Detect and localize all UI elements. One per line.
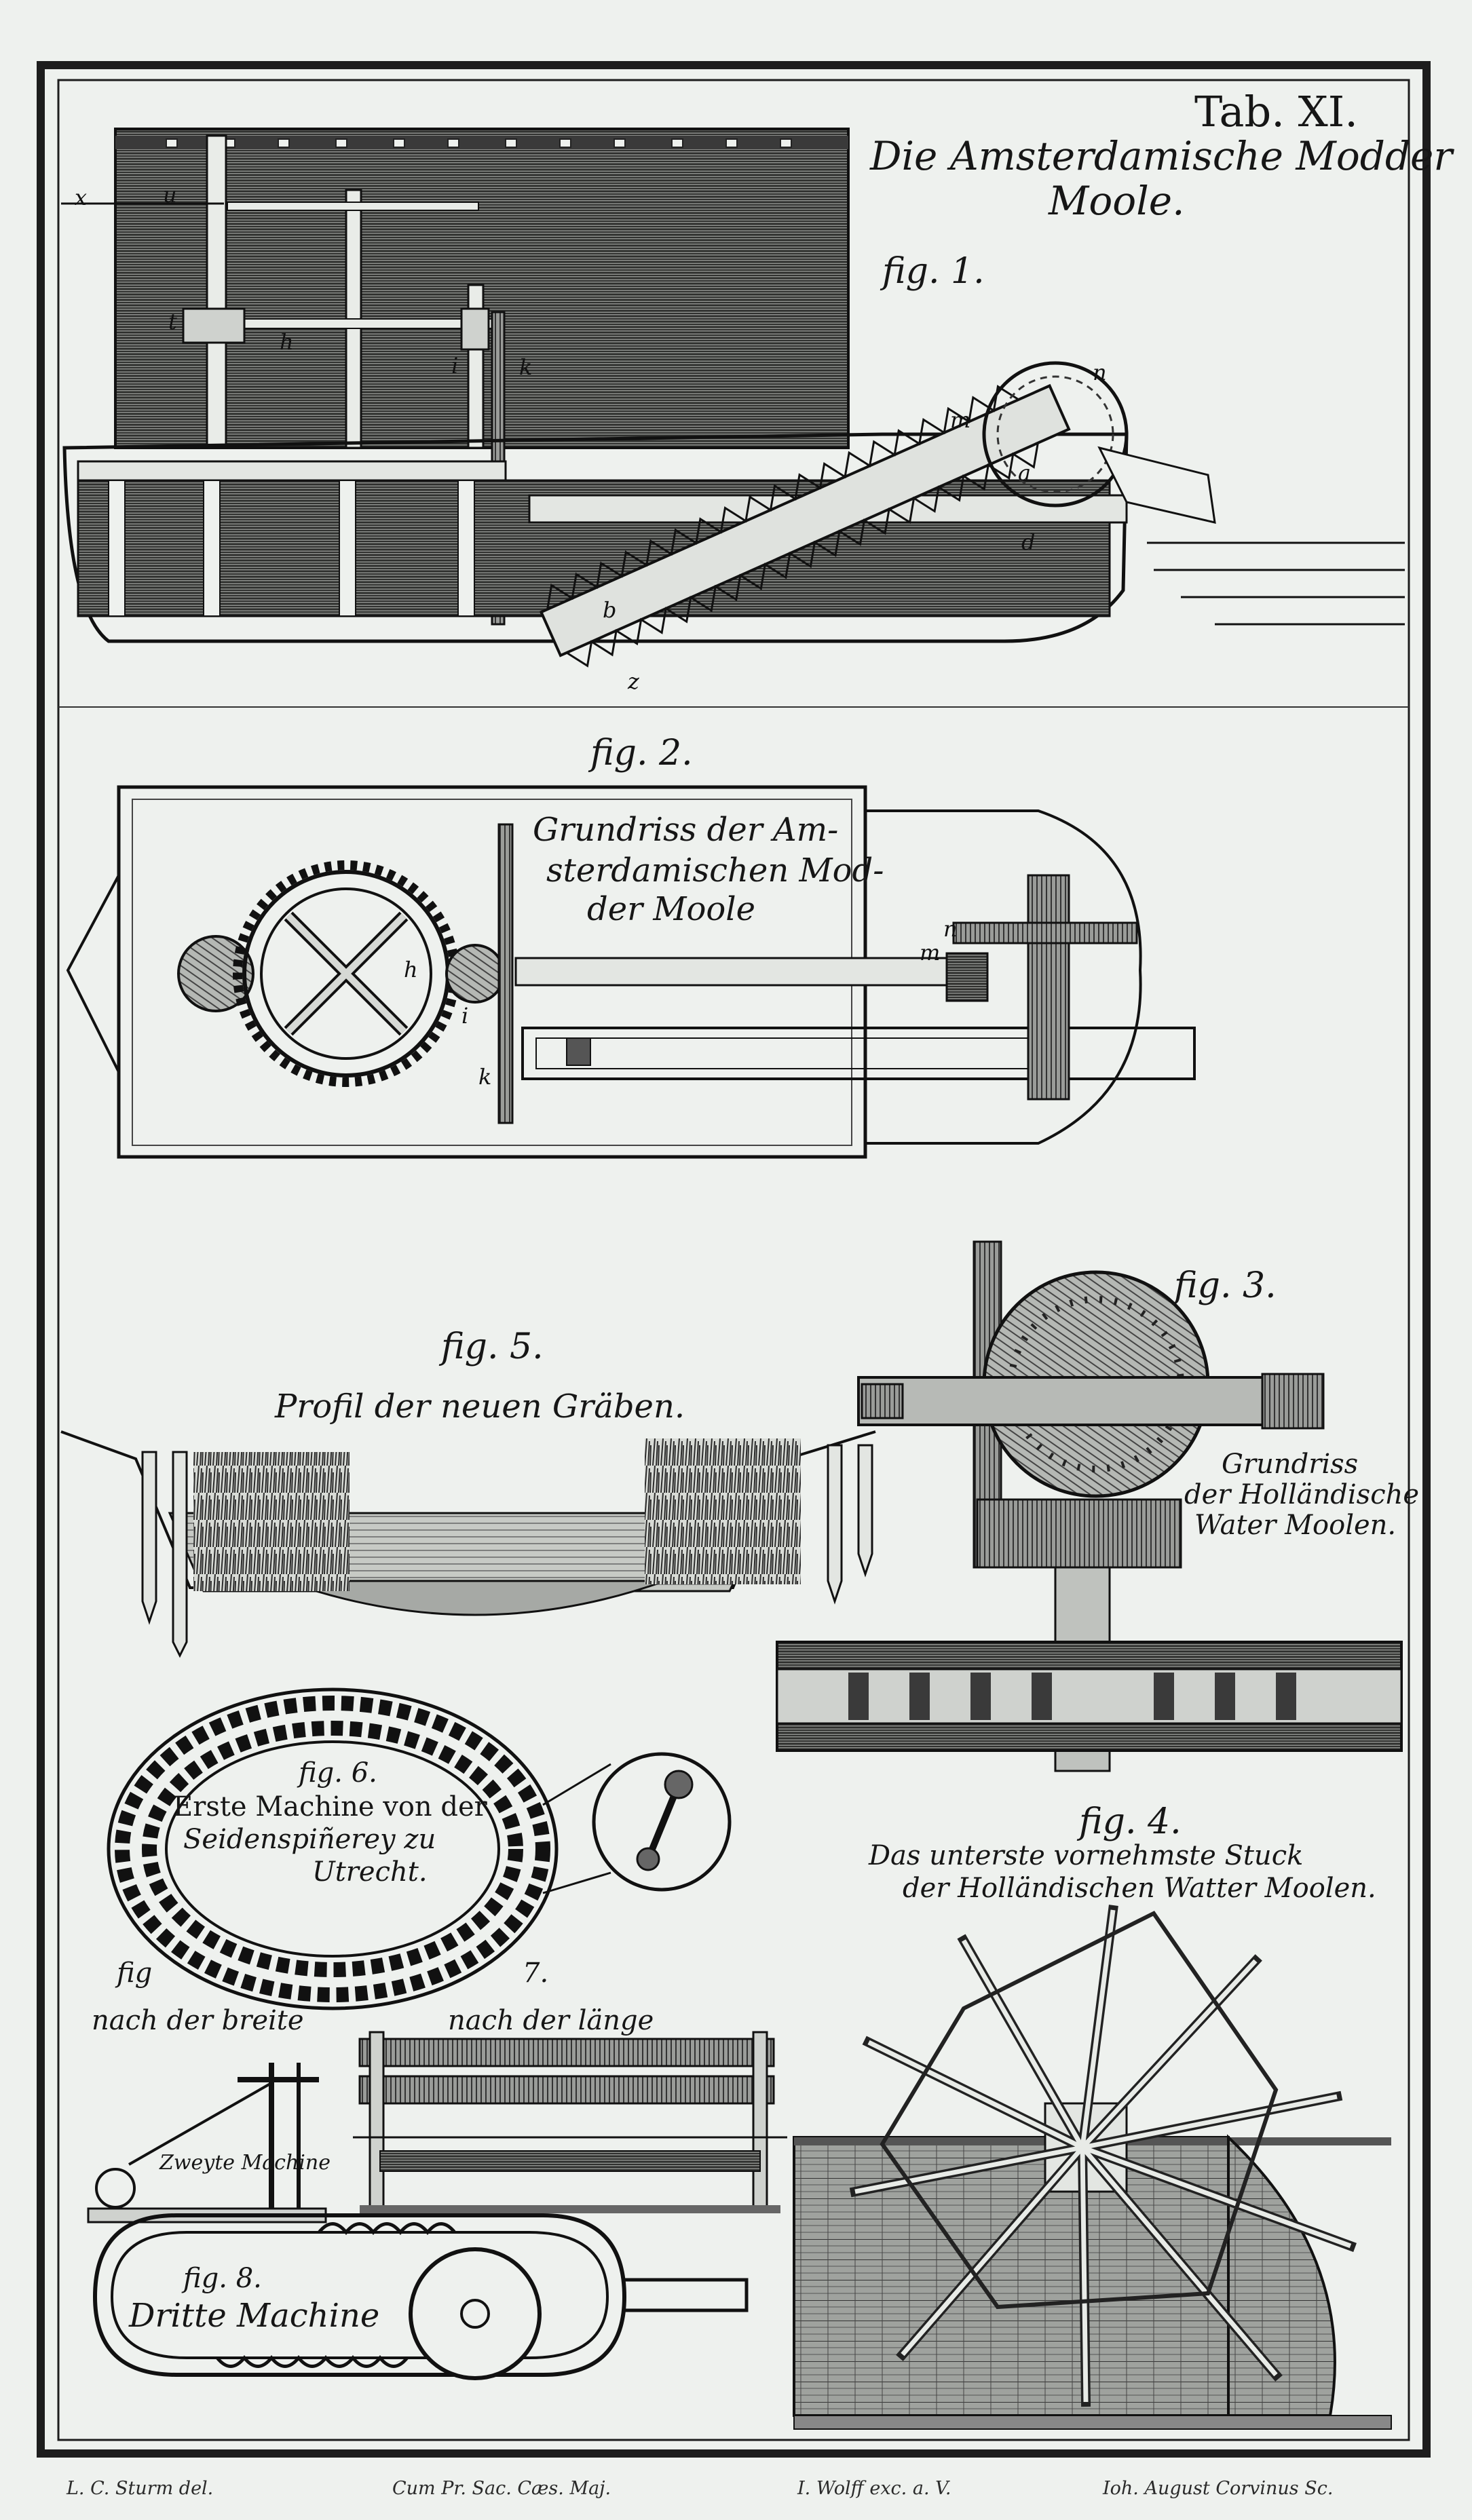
fig4-waterwheel [793, 1905, 1392, 2430]
fig6-label: fig. 6. [299, 1757, 377, 1789]
letter-k-fig2: k [478, 1064, 492, 1090]
fig4-caption-line1: Das unterste vornehmste Stuck [869, 1840, 1304, 1871]
letter-i-fig1: i [451, 353, 459, 379]
fig7-machine-label: Zweyte Machine [159, 2151, 331, 2175]
letter-z: z [628, 668, 639, 694]
letter-n-fig1: n [1093, 360, 1107, 385]
letter-u: u [163, 182, 177, 208]
fig2-caption-line2: sterdamischen Mod- [546, 852, 884, 890]
fig7-subtitle-width: nach der breite [92, 2005, 304, 2036]
imprint-delineator: L. C. Sturm del. [67, 2478, 214, 2499]
imprint-engraver: Ioh. August Corvinus Sc. [1103, 2478, 1334, 2499]
letter-a: a [1018, 460, 1032, 486]
fig7-subtitle-length: nach der länge [448, 2005, 654, 2036]
letter-k-fig1: k [519, 354, 533, 380]
fig6-caption-line2: Seidenspiñerey zu [183, 1824, 436, 1855]
fig6-silk-machine [107, 1687, 732, 2010]
letter-i-fig2: i [461, 1003, 469, 1029]
imprint-privilege: Cum Pr. Sac. Cæs. Maj. [392, 2478, 611, 2499]
letter-h-fig2: h [404, 957, 418, 982]
fig8-label: fig. 8. [183, 2263, 262, 2294]
fig1-label: fig. 1. [882, 251, 985, 292]
fig3-caption-line3: Water Moolen. [1194, 1510, 1397, 1541]
letter-n-fig2: n [943, 916, 958, 942]
fig7-label-b: 7. [523, 1958, 549, 1989]
fig2-caption-line1: Grundriss der Am- [533, 811, 839, 849]
fig6-caption-line3: Utrecht. [312, 1856, 428, 1888]
plate-frame [37, 61, 1431, 2458]
plate-number: Tab. XI. [1194, 87, 1358, 136]
letter-t: t [168, 309, 177, 335]
fig3-caption-line2: der Holländische [1184, 1479, 1420, 1510]
fig2-mudmill-plan [66, 785, 1196, 1159]
fig8-third-machine [92, 2213, 749, 2380]
fig3-caption-line1: Grundriss [1222, 1449, 1359, 1480]
letter-m-fig1: m [950, 407, 971, 433]
fig3-trough-strip [776, 1641, 1403, 1752]
fig2-caption-line3: der Moole [587, 890, 756, 928]
fig5-ditch-profile [60, 1430, 876, 1658]
plate-title-line1: Die Amsterdamische Modder [870, 133, 1453, 179]
fig2-label: fig. 2. [590, 733, 693, 774]
letter-m-fig2: m [920, 940, 941, 966]
letter-b: b [603, 597, 617, 623]
letter-h-fig1: h [280, 329, 294, 355]
fig7-label-a: fig [117, 1958, 153, 1989]
fig5-caption: Profil der neuen Gräben. [275, 1388, 685, 1426]
plate-title-line2: Moole. [1049, 178, 1185, 224]
fig1-mudmill-elevation [61, 128, 1405, 668]
fig4-caption-line2: der Holländischen Watter Moolen. [903, 1873, 1376, 1904]
fig7-second-machine [87, 2031, 787, 2223]
letter-d: d [1021, 529, 1036, 555]
imprint-publisher: I. Wolff exc. a. V. [797, 2478, 951, 2499]
fig5-label: fig. 5. [441, 1326, 544, 1367]
fig3-label: fig. 3. [1174, 1265, 1277, 1306]
letter-x: x [75, 185, 88, 210]
fig6-caption-line1: Erste Machine von der [173, 1791, 487, 1822]
fig4-label: fig. 4. [1079, 1801, 1182, 1842]
fig8-caption: Dritte Machine [129, 2297, 380, 2335]
